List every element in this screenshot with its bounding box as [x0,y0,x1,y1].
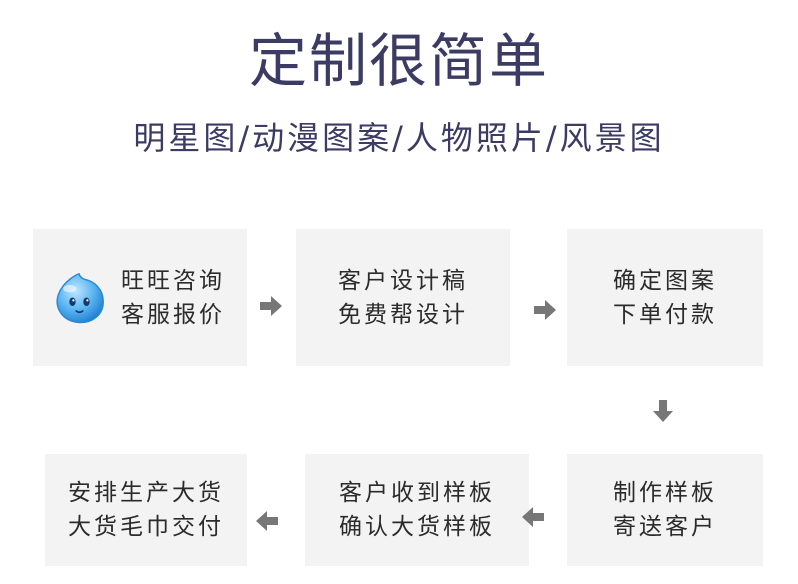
step-1-box: 旺旺咨询 客服报价 [33,229,247,366]
step-5-line-2: 确认大货样板 [339,514,495,540]
step-6-line-1: 安排生产大货 [68,480,224,506]
step-1-line-2: 客服报价 [121,301,225,328]
arrow-right-icon [534,300,556,320]
page-title: 定制很简单 [248,27,549,95]
step-6-box: 安排生产大货 大货毛巾交付 [45,454,247,566]
arrow-left-icon [522,507,544,527]
step-4-line-1: 制作样板 [613,480,717,506]
arrow-left-icon [256,511,278,531]
step-2-line-2: 免费帮设计 [338,301,468,328]
step-3-line-1: 确定图案 [613,267,717,294]
step-1-line-1: 旺旺咨询 [121,267,225,294]
step-2-box: 客户设计稿 免费帮设计 [296,229,510,366]
arrow-down-icon [653,400,673,422]
step-4-line-2: 寄送客户 [613,514,717,540]
step-3-box: 确定图案 下单付款 [567,229,763,366]
step-4-box: 制作样板 寄送客户 [567,454,763,566]
step-6-line-2: 大货毛巾交付 [68,514,224,540]
wangwang-icon [56,272,104,323]
page-subtitle: 明星图/动漫图案/人物照片/风景图 [133,119,665,157]
step-5-box: 客户收到样板 确认大货样板 [305,454,529,566]
arrow-right-icon [260,296,282,316]
step-3-line-2: 下单付款 [613,301,717,328]
step-5-line-1: 客户收到样板 [339,480,495,506]
step-2-line-1: 客户设计稿 [338,267,468,294]
